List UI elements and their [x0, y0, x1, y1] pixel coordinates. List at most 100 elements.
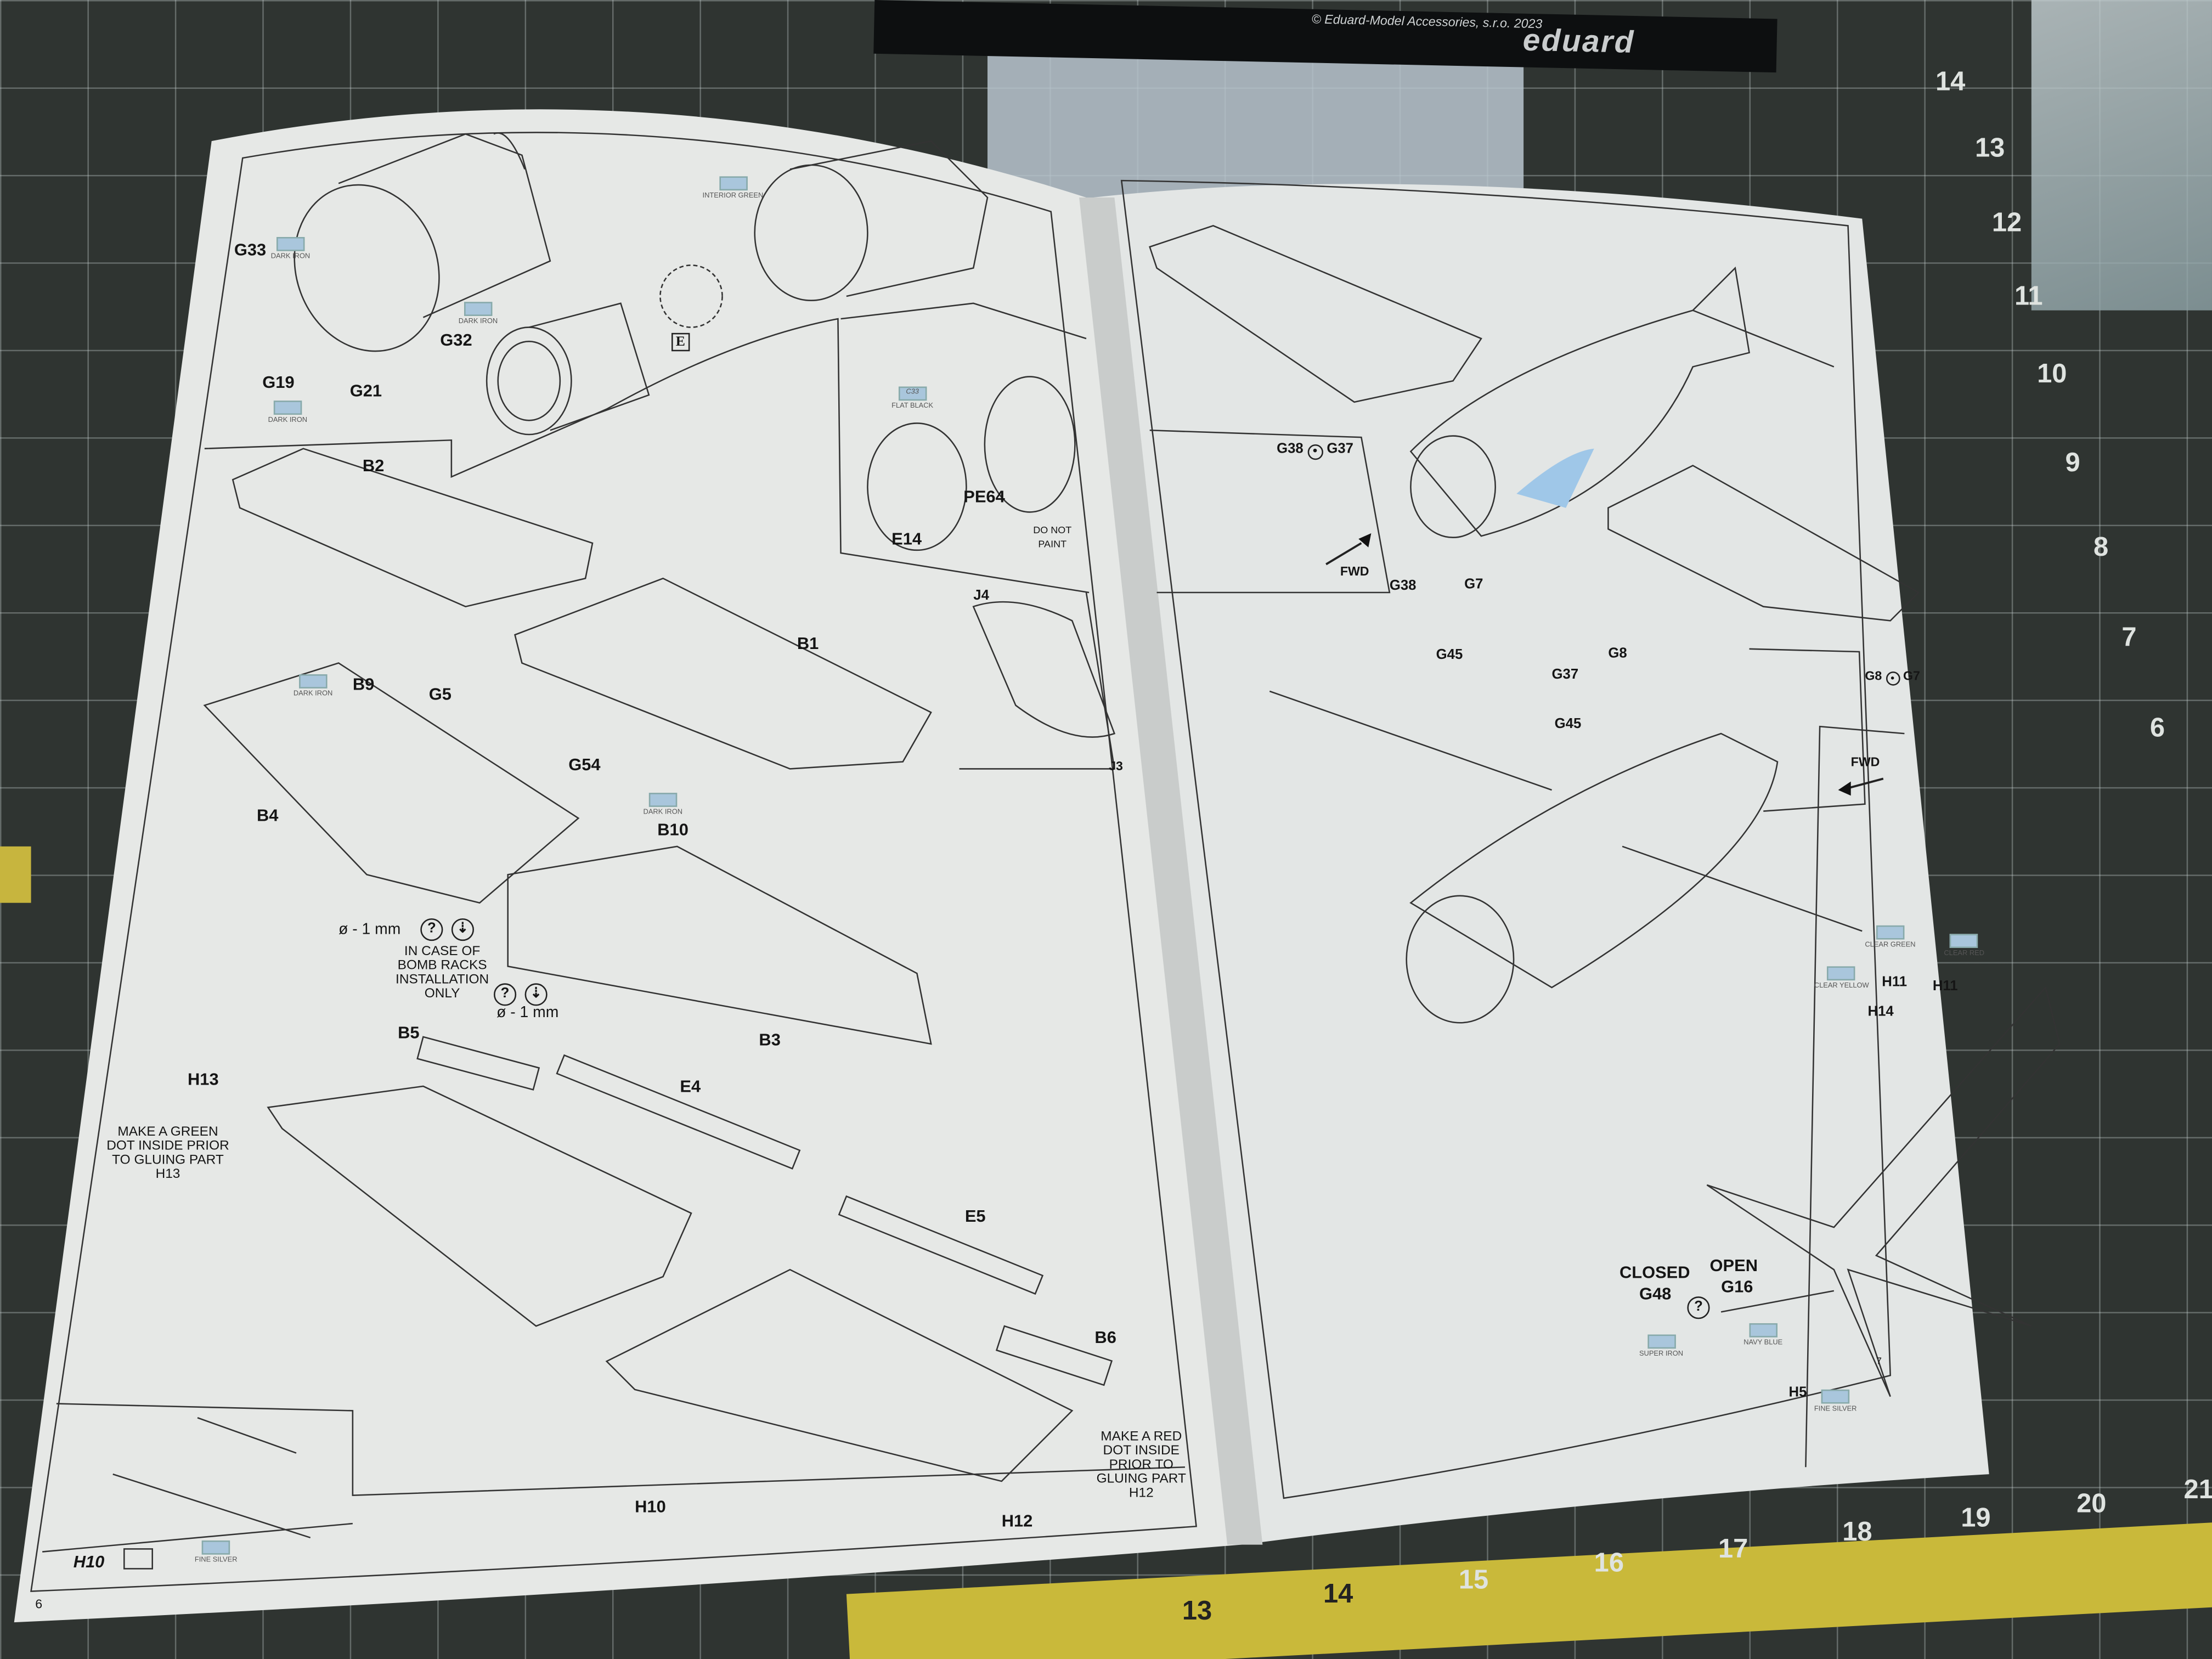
tail-assembly: [1706, 986, 2061, 1397]
mat-number: 21: [2183, 1475, 2212, 1505]
wing-b4: [203, 662, 580, 904]
part-label: H11: [1932, 979, 1958, 995]
paint-callout: INTERIOR GREEN: [703, 176, 763, 200]
drill-note: ø - 1 mm: [496, 1004, 559, 1022]
part-label: G8: [1608, 646, 1627, 662]
part-label: G37: [1551, 667, 1579, 683]
part-label: J4: [973, 588, 989, 604]
mat-number: 16: [1594, 1549, 1624, 1579]
mat-number: 10: [2037, 359, 2067, 390]
part-label: G32: [440, 330, 472, 350]
part-label: G48: [1639, 1283, 1672, 1304]
part-label: G45: [1554, 716, 1582, 732]
drill-note: ø - 1 mm: [338, 921, 401, 938]
drill-icon: ⇣: [451, 917, 474, 941]
decal-sheet-bag: [2031, 0, 2212, 311]
part-label: G33: [234, 240, 267, 260]
paint-callout: FINE SILVER: [195, 1540, 238, 1565]
mat-number: 8: [2093, 533, 2109, 563]
wing-b3: [507, 845, 932, 1045]
part-label: G19: [262, 372, 295, 392]
part-label: G38 ● G37: [1277, 442, 1353, 460]
mat-number: 7: [2121, 623, 2137, 653]
background-paper: [987, 42, 1524, 198]
part-label: B4: [256, 805, 279, 826]
part-label-boxed: E: [671, 332, 690, 352]
wing-lower-left: [267, 1085, 692, 1327]
paint-callout: DARK IRON: [294, 674, 332, 698]
do-not-paint-note: DO NOT PAINT: [1033, 526, 1072, 550]
bomb-rack-note: IN CASE OF BOMB RACKS INSTALLATION ONLY: [396, 944, 489, 1002]
part-label: B10: [657, 819, 689, 839]
part-label: B6: [1094, 1327, 1116, 1347]
part-label: B1: [797, 633, 819, 653]
part-label: H10: [73, 1551, 105, 1572]
optional-icon: ?: [493, 982, 517, 1006]
mat-number: 14: [1323, 1579, 1353, 1610]
part-label: G54: [568, 754, 601, 775]
paint-callout: DARK IRON: [271, 236, 310, 261]
fwd-label: FWD: [1340, 564, 1369, 579]
paint-callout: CLEAR YELLOW: [1814, 966, 1869, 990]
spine-shadow: [1079, 197, 1263, 1545]
mat-number: 6: [2149, 714, 2165, 744]
fwd-label: FWD: [1850, 754, 1880, 769]
paint-callout: CLEAR RED: [1944, 934, 1984, 958]
fuselage-top: [1409, 266, 1750, 537]
paint-callout: DARK IRON: [459, 302, 498, 326]
mat-number: 18: [1842, 1517, 1872, 1548]
closed-label: CLOSED: [1619, 1262, 1690, 1283]
part-label: E14: [891, 529, 922, 549]
part-label: G7: [1464, 577, 1483, 592]
part-label: G16: [1721, 1277, 1753, 1297]
part-label: E4: [680, 1076, 701, 1096]
wing-lower-right: [605, 1268, 1074, 1482]
part-label: G45: [1436, 647, 1463, 663]
part-label: B5: [398, 1023, 420, 1043]
paint-callout: DARK IRON: [644, 793, 682, 817]
part-label: PE64: [963, 487, 1005, 507]
mat-number: 11: [2014, 282, 2043, 312]
red-dot-note: MAKE A RED DOT INSIDE PRIOR TO GLUING PA…: [1096, 1429, 1186, 1501]
part-label: B3: [759, 1030, 781, 1050]
part-label: H5: [1788, 1385, 1807, 1401]
mat-number: 13: [1182, 1596, 1212, 1627]
part-label: H11: [1882, 974, 1908, 991]
mat-number: 15: [1458, 1566, 1489, 1596]
wing-b1: [514, 577, 932, 770]
part-label: J3: [1109, 759, 1123, 774]
part-label: H13: [187, 1069, 219, 1090]
part-label: B2: [362, 455, 385, 476]
left-page-frame: [30, 132, 1197, 1592]
fwd-arrowhead-2: [1838, 781, 1851, 796]
paint-callout: FINE SILVER: [1814, 1389, 1857, 1414]
mat-number: 20: [2076, 1489, 2107, 1520]
paint-callout: SUPER IRON: [1639, 1334, 1683, 1358]
mat-number: 12: [1991, 208, 2022, 239]
part-label: B9: [352, 674, 375, 695]
part-label: G5: [428, 684, 452, 704]
wing-b2: [232, 448, 594, 608]
mat-number: 17: [1718, 1534, 1748, 1565]
wing-right: [1607, 465, 1920, 622]
open-label: OPEN: [1709, 1255, 1758, 1276]
masking-tape: [0, 846, 31, 903]
paint-callout: NAVY BLUE: [1743, 1323, 1782, 1347]
right-page-frame: [1120, 179, 1891, 1499]
paint-callout: DARK IRON: [268, 400, 307, 425]
part-label: H14: [1867, 1004, 1894, 1020]
part-label: E5: [964, 1206, 986, 1226]
fwd-arrow-1: [1325, 542, 1362, 566]
mat-number: 19: [1961, 1504, 1991, 1534]
part-label: H12: [1001, 1510, 1033, 1531]
blue-highlight: [1516, 448, 1594, 508]
fuselage-bottom: [1409, 732, 1779, 989]
fwd-arrowhead-1: [1358, 533, 1372, 548]
green-dot-note: MAKE A GREEN DOT INSIDE PRIOR TO GLUING …: [106, 1124, 229, 1182]
page-number: 6: [35, 1596, 43, 1611]
mat-number: 14: [1935, 67, 1966, 98]
mat-number: 13: [1974, 134, 2005, 164]
paint-callout: CLEAR GREEN: [1865, 925, 1916, 950]
